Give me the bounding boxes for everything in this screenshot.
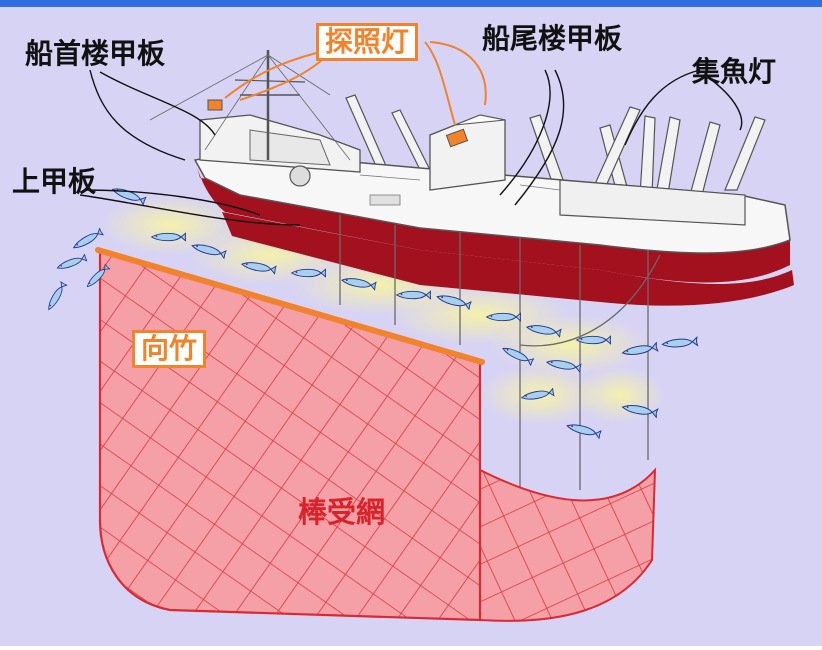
bottom-border	[0, 646, 822, 650]
leader-lines	[79, 69, 743, 226]
searchlight-label: 探照灯	[316, 23, 419, 61]
fish-lamp-label: 集魚灯	[692, 55, 777, 88]
top-bar	[0, 0, 822, 7]
stern-searchlight	[445, 128, 469, 148]
bow-deck-label: 船首楼甲板	[25, 37, 166, 70]
stern-deck-label: 船尾楼甲板	[482, 22, 623, 55]
bamboo-pole	[95, 247, 485, 365]
upper-deck-label: 上甲板	[12, 165, 97, 198]
stick-net-label: 棒受網	[298, 495, 386, 529]
net-ropes	[339, 215, 661, 520]
bow-searchlight	[207, 99, 223, 111]
fishing-ship	[149, 50, 794, 306]
mukodake-label: 向竹	[132, 330, 207, 368]
